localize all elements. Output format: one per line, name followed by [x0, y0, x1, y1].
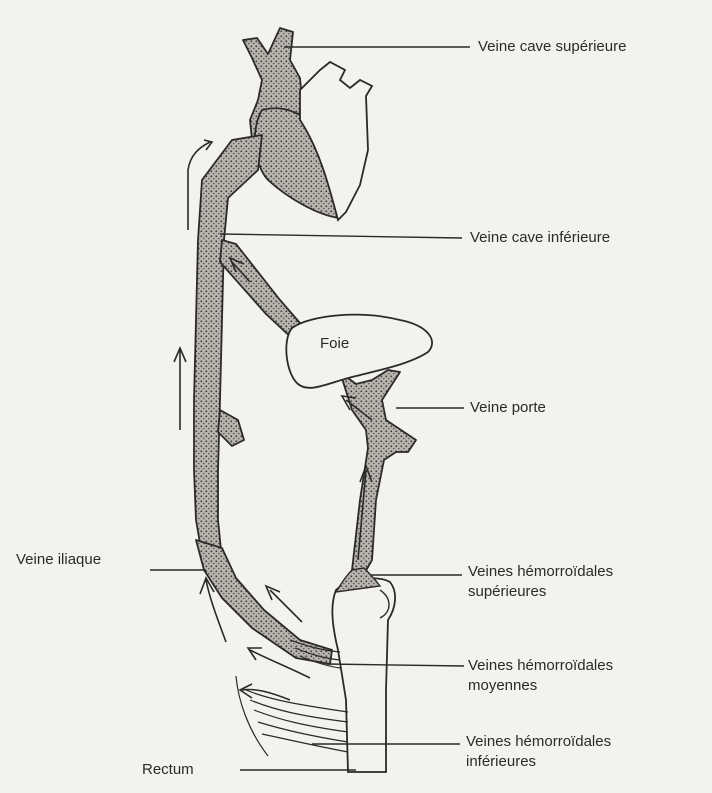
label-rectum: Rectum — [142, 760, 194, 780]
iliac-vein — [196, 540, 332, 664]
renal-branch — [218, 410, 244, 446]
rectum — [332, 578, 395, 772]
label-superior-hemorrhoidal-1: Veines hémorroïdales — [468, 562, 613, 582]
portal-vein — [340, 370, 416, 574]
label-inferior-vena-cava: Veine cave inférieure — [470, 228, 610, 248]
label-portal-vein: Veine porte — [470, 398, 546, 418]
label-superior-hemorrhoidal-2: supérieures — [468, 582, 546, 602]
label-inferior-hemorrhoidal-1: Veines hémorroïdales — [466, 732, 611, 752]
label-superior-vena-cava: Veine cave supérieure — [478, 37, 626, 57]
label-liver: Foie — [320, 334, 349, 354]
label-inferior-hemorrhoidal-2: inférieures — [466, 752, 536, 772]
label-iliac-vein: Veine iliaque — [16, 550, 101, 570]
label-middle-hemorrhoidal-2: moyennes — [468, 676, 537, 696]
liver — [286, 315, 432, 388]
label-middle-hemorrhoidal-1: Veines hémorroïdales — [468, 656, 613, 676]
inferior-vena-cava — [194, 135, 262, 566]
